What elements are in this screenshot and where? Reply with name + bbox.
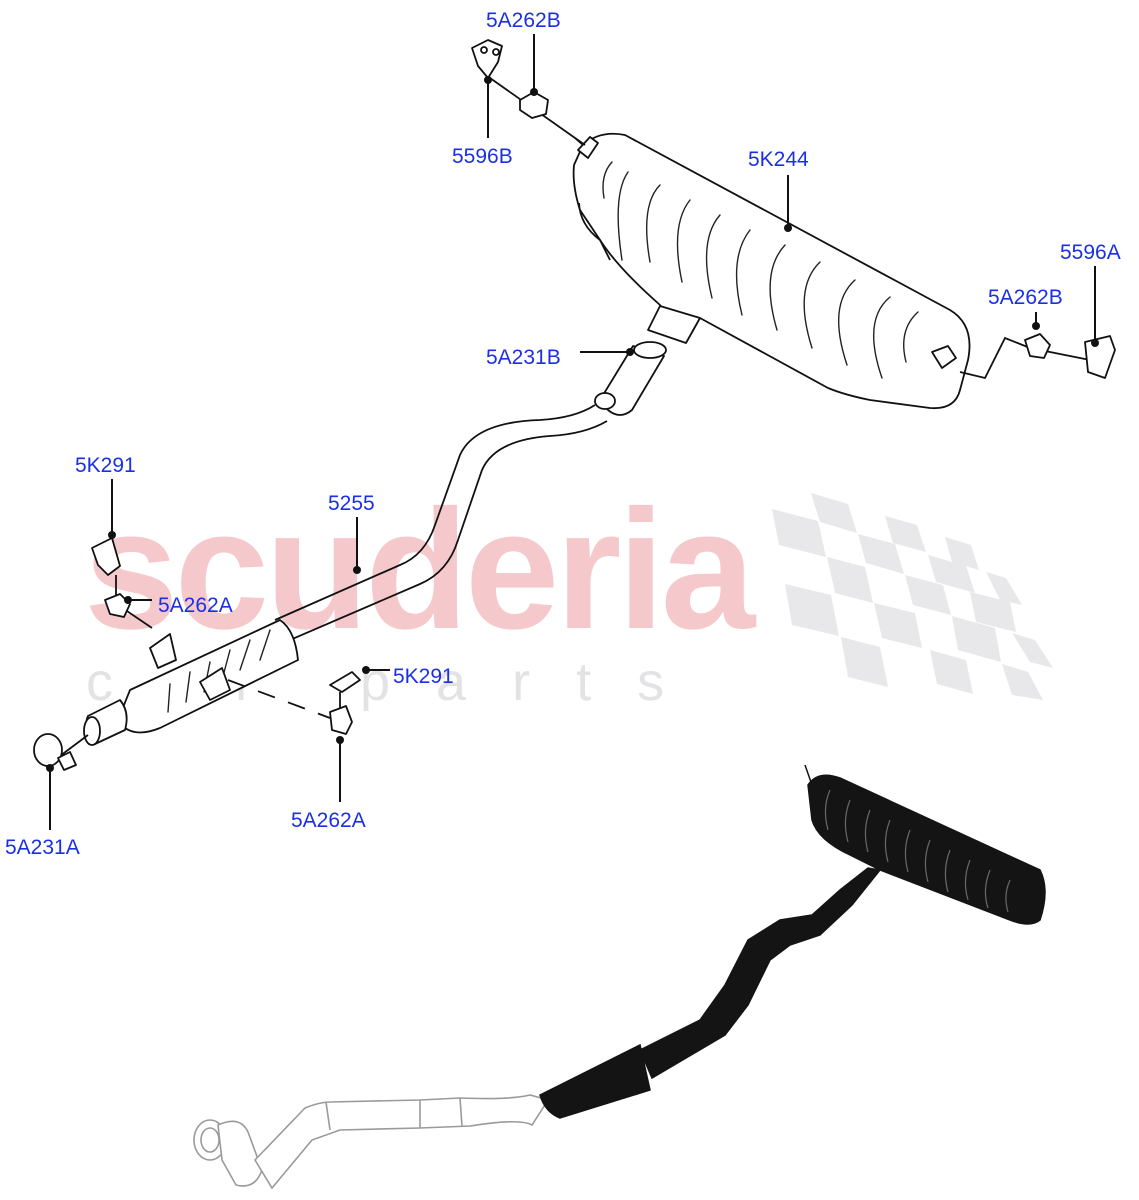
leader-lines — [46, 34, 1099, 830]
intermediate-pipe — [274, 404, 608, 641]
rear-muffler — [572, 132, 971, 410]
callout-5255[interactable]: 5255 — [328, 492, 375, 515]
watermark: scuderia car parts — [84, 475, 1053, 712]
callout-5596A[interactable]: 5596A — [1060, 241, 1121, 264]
inset-front-pipe-ghost — [193, 1094, 550, 1190]
front-silencer — [59, 604, 331, 757]
callout-5A262B-top[interactable]: 5A262B — [486, 9, 561, 32]
front-clamp — [33, 733, 77, 771]
callout-5596B[interactable]: 5596B — [452, 145, 513, 168]
watermark-main-text: scuderia — [84, 475, 757, 665]
callout-5A262A-left[interactable]: 5A262A — [158, 594, 233, 617]
location-inset — [193, 764, 1046, 1190]
callout-5A231A[interactable]: 5A231A — [5, 836, 80, 859]
callout-labels: 5A262B 5596B 5K244 5596A 5A262B 5A231B 5… — [5, 9, 1121, 859]
callout-5K291-right[interactable]: 5K291 — [393, 665, 454, 688]
callout-5A262A-bottom[interactable]: 5A262A — [291, 809, 366, 832]
brackets-and-isolators — [91, 39, 1116, 735]
callout-5K244[interactable]: 5K244 — [748, 148, 809, 171]
inset-rear-system-highlight — [539, 764, 1046, 1119]
exhaust-exploded-drawing: 5A262B 5596B 5K244 5596A 5A262B 5A231B 5… — [5, 9, 1121, 859]
muffler-inlet-and-clamp — [594, 305, 701, 416]
callout-5A262B-right[interactable]: 5A262B — [988, 286, 1063, 309]
checkered-flag-icon — [772, 493, 1053, 700]
callout-5A231B[interactable]: 5A231B — [486, 346, 561, 369]
callout-5K291-upper[interactable]: 5K291 — [75, 454, 136, 477]
